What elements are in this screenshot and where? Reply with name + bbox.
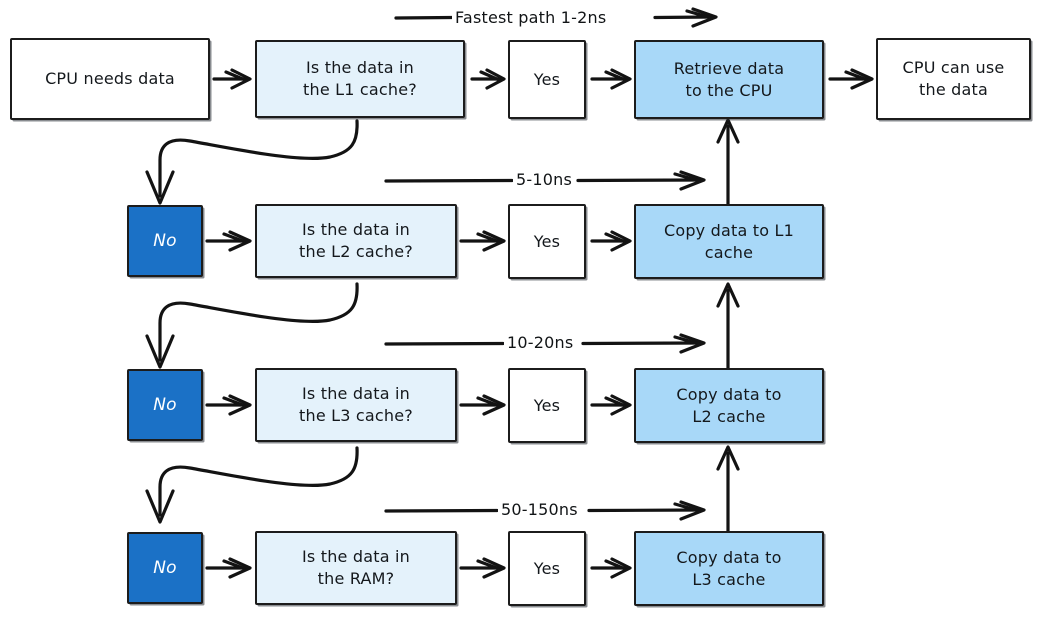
timing-label-l1: Fastest path 1-2ns (452, 8, 610, 27)
node-copy-l3-line2: L3 cache (692, 569, 766, 589)
node-copy-l2[interactable]: Copy data to L2 cache (634, 368, 824, 443)
node-no-l1-label: No (153, 230, 177, 251)
node-decision-l3-line2: the L3 cache? (299, 406, 413, 425)
edge-l1-no-curve (145, 119, 359, 205)
edge-start-to-l1 (212, 68, 252, 90)
edge-l1-to-yes (470, 68, 506, 90)
node-decision-l2[interactable]: Is the data in the L2 cache? (255, 204, 457, 278)
edge-no1-to-l2 (205, 230, 252, 252)
edge-yes3-to-copyl2 (590, 394, 632, 416)
edge-l3-to-yes (459, 394, 506, 416)
node-yes-l2[interactable]: Yes (508, 204, 586, 279)
edge-copyl1-up (716, 118, 740, 209)
node-decision-l1-label: Is the data in the L1 cache? (291, 57, 429, 100)
edge-l2-no-curve (145, 282, 359, 369)
node-no-l3[interactable]: No (127, 532, 203, 604)
node-copy-l1-line2: cache (704, 242, 754, 262)
node-yes-l2-label: Yes (533, 231, 561, 251)
node-copy-l2-line1: Copy data to (676, 384, 782, 404)
node-yes-l3-label: Yes (533, 395, 561, 415)
node-copy-l1-label: Copy data to L1 cache (652, 220, 806, 263)
node-decision-l1-line2: the L1 cache? (303, 80, 417, 99)
node-retrieve-data-label: Retrieve data to the CPU (662, 58, 796, 101)
node-decision-ram-line2: the RAM? (317, 569, 395, 588)
node-decision-ram[interactable]: Is the data in the RAM? (255, 531, 457, 605)
node-cpu-can-use-data-line2: the data (919, 80, 988, 99)
node-no-l3-label: No (153, 557, 177, 578)
node-copy-l3-label: Copy data to L3 cache (664, 547, 793, 590)
edge-copyl3-up (716, 445, 740, 536)
node-cpu-needs-data-label: CPU needs data (45, 69, 175, 89)
node-copy-l3-line1: Copy data to (676, 547, 782, 567)
node-decision-ram-line1: Is the data in (302, 547, 410, 567)
node-yes-ram-label: Yes (533, 558, 561, 578)
edge-yes2-to-copyl1 (590, 230, 632, 252)
node-copy-l1-line1: Copy data to L1 (663, 220, 795, 240)
node-cpu-can-use-data-label: CPU can use the data (891, 57, 1017, 100)
node-yes-l3[interactable]: Yes (508, 368, 586, 443)
node-retrieve-data-line2: to the CPU (685, 80, 773, 100)
node-no-l1[interactable]: No (127, 205, 203, 277)
edge-no3-to-ram (205, 557, 252, 579)
node-cpu-needs-data[interactable]: CPU needs data (10, 38, 210, 120)
node-decision-l2-label: Is the data in the L2 cache? (287, 219, 425, 262)
edge-retrieve-to-end (828, 68, 874, 90)
timing-label-l2: 5-10ns (513, 170, 575, 189)
edge-ram-to-yes (459, 557, 506, 579)
node-retrieve-data-line1: Retrieve data (673, 58, 785, 78)
edge-no2-to-l3 (205, 394, 252, 416)
node-no-l2-label: No (153, 394, 177, 415)
edge-yes1-to-retrieve (590, 68, 632, 90)
node-decision-l3-line1: Is the data in (302, 384, 410, 404)
node-decision-l1[interactable]: Is the data in the L1 cache? (255, 40, 465, 118)
node-decision-l2-line2: the L2 cache? (299, 242, 413, 261)
node-decision-l3[interactable]: Is the data in the L3 cache? (255, 368, 457, 442)
edge-l2-to-yes (459, 230, 506, 252)
node-yes-ram[interactable]: Yes (508, 531, 586, 606)
node-copy-l3[interactable]: Copy data to L3 cache (634, 531, 824, 606)
edge-yes4-to-copyl3 (590, 557, 632, 579)
node-no-l2[interactable]: No (127, 369, 203, 441)
node-decision-l3-label: Is the data in the L3 cache? (287, 383, 425, 426)
node-yes-l1-label: Yes (533, 69, 561, 89)
timing-label-ram: 50-150ns (498, 500, 581, 519)
node-yes-l1[interactable]: Yes (508, 40, 586, 119)
node-copy-l2-line2: L2 cache (692, 406, 766, 426)
timing-label-l3: 10-20ns (504, 333, 577, 352)
node-cpu-can-use-data[interactable]: CPU can use the data (876, 38, 1031, 120)
node-copy-l2-label: Copy data to L2 cache (664, 384, 793, 427)
edge-l3-no-curve (145, 446, 359, 524)
node-cpu-can-use-data-line1: CPU can use (902, 58, 1005, 78)
node-decision-ram-label: Is the data in the RAM? (290, 546, 422, 589)
node-copy-l1[interactable]: Copy data to L1 cache (634, 204, 824, 279)
node-decision-l2-line1: Is the data in (302, 220, 410, 240)
edge-copyl2-up (716, 282, 740, 373)
node-retrieve-data[interactable]: Retrieve data to the CPU (634, 40, 824, 119)
node-decision-l1-line1: Is the data in (306, 58, 414, 78)
